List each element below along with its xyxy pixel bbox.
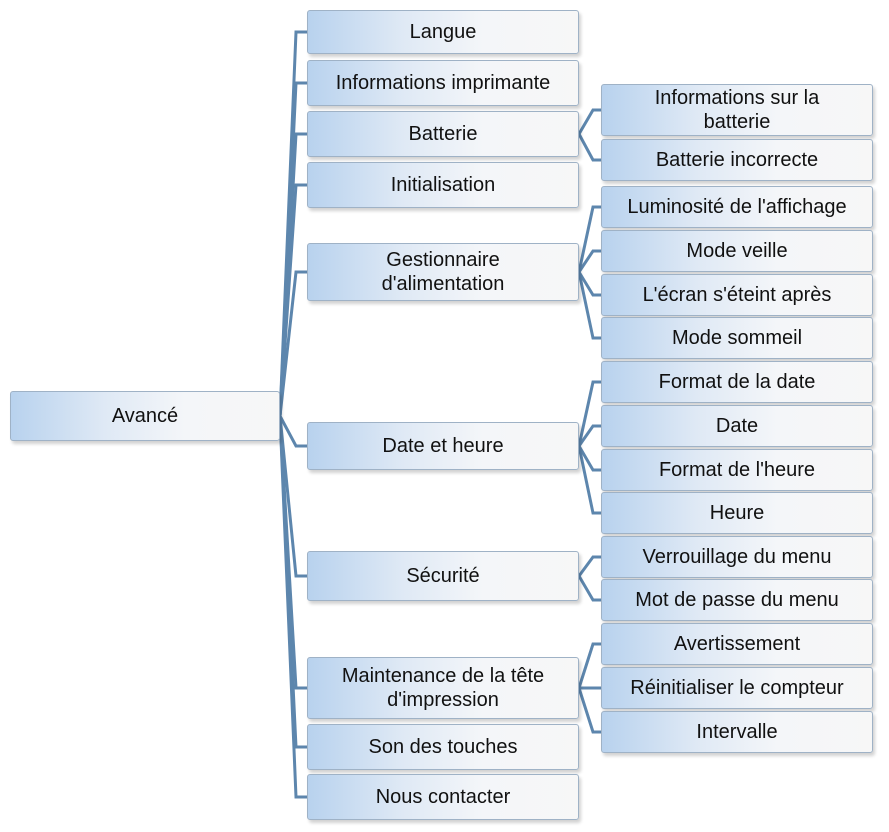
node-son-des-touches: Son des touches — [307, 724, 579, 770]
connector-branch-1-0 — [577, 205, 603, 274]
node-nous-contacter: Nous contacter — [307, 774, 579, 820]
node-label: Informations sur la batterie — [654, 87, 820, 133]
node-label: Intervalle — [696, 721, 778, 743]
node-heure: Heure — [601, 492, 873, 534]
node-label: Heure — [709, 502, 765, 524]
connector-branch-2-3 — [577, 444, 603, 515]
node-root: Avancé — [10, 391, 280, 441]
node-batterie-incorrecte: Batterie incorrecte — [601, 139, 873, 181]
connector-branch-0-0 — [577, 108, 603, 136]
connector-branch-3-0 — [577, 555, 603, 578]
connector-root-3 — [278, 183, 309, 418]
connector-branch-0-1 — [577, 132, 603, 162]
node-label: Avancé — [111, 405, 179, 427]
node-mot-de-passe-menu: Mot de passe du menu — [601, 579, 873, 621]
node-date-et-heure: Date et heure — [307, 422, 579, 470]
node-label: Verrouillage du menu — [642, 546, 832, 568]
node-label: Initialisation — [390, 174, 496, 196]
node-label: Avertissement — [673, 633, 801, 655]
node-label: Gestionnaire d'alimentation — [381, 249, 505, 295]
connector-branch-4-0 — [577, 642, 603, 690]
node-format-heure: Format de l'heure — [601, 449, 873, 491]
node-label: Format de la date — [658, 371, 816, 393]
node-label: Réinitialiser le compteur — [630, 677, 844, 699]
node-format-date: Format de la date — [601, 361, 873, 403]
node-label: Nous contacter — [375, 786, 511, 808]
connector-branch-2-1 — [577, 424, 603, 448]
connector-branch-2-2 — [577, 444, 603, 472]
node-date: Date — [601, 405, 873, 447]
node-label: Format de l'heure — [658, 459, 816, 481]
node-maintenance-tete: Maintenance de la tête d'impression — [307, 657, 579, 719]
node-batterie: Batterie — [307, 111, 579, 157]
node-gestionnaire-alimentation: Gestionnaire d'alimentation — [307, 243, 579, 301]
node-label: Date — [715, 415, 759, 437]
node-luminosite-affichage: Luminosité de l'affichage — [601, 186, 873, 228]
connector-root-5 — [278, 414, 309, 448]
node-label: Son des touches — [368, 736, 518, 758]
node-label: Maintenance de la tête d'impression — [341, 665, 545, 711]
node-mode-sommeil: Mode sommeil — [601, 317, 873, 359]
node-ecran-eteint-apres: L'écran s'éteint après — [601, 274, 873, 316]
node-intervalle: Intervalle — [601, 711, 873, 753]
node-avertissement: Avertissement — [601, 623, 873, 665]
node-initialisation: Initialisation — [307, 162, 579, 208]
node-mode-veille: Mode veille — [601, 230, 873, 272]
connector-branch-1-3 — [577, 270, 603, 340]
connector-root-9 — [278, 414, 309, 799]
connector-branch-3-1 — [577, 574, 603, 602]
node-label: Sécurité — [406, 565, 480, 587]
node-label: Mode sommeil — [671, 327, 803, 349]
node-label: Mode veille — [686, 240, 788, 262]
node-informations-batterie: Informations sur la batterie — [601, 84, 873, 136]
node-label: Batterie incorrecte — [655, 149, 819, 171]
node-label: Date et heure — [382, 435, 504, 457]
connector-branch-2-0 — [577, 380, 603, 448]
node-label: Luminosité de l'affichage — [627, 196, 847, 218]
node-reinitialiser-compteur: Réinitialiser le compteur — [601, 667, 873, 709]
node-informations-imprimante: Informations imprimante — [307, 60, 579, 106]
connector-branch-1-2 — [577, 270, 603, 297]
node-label: Batterie — [408, 123, 478, 145]
node-label: L'écran s'éteint après — [642, 284, 832, 306]
connector-branch-1-1 — [577, 249, 603, 274]
node-verrouillage-menu: Verrouillage du menu — [601, 536, 873, 578]
node-label: Langue — [409, 21, 477, 43]
connector-root-4 — [278, 270, 309, 418]
node-securite: Sécurité — [307, 551, 579, 601]
connector-root-6 — [278, 414, 309, 578]
node-langue: Langue — [307, 10, 579, 54]
node-label: Informations imprimante — [335, 72, 551, 94]
node-label: Mot de passe du menu — [635, 589, 839, 611]
connector-branch-4-2 — [577, 686, 603, 734]
